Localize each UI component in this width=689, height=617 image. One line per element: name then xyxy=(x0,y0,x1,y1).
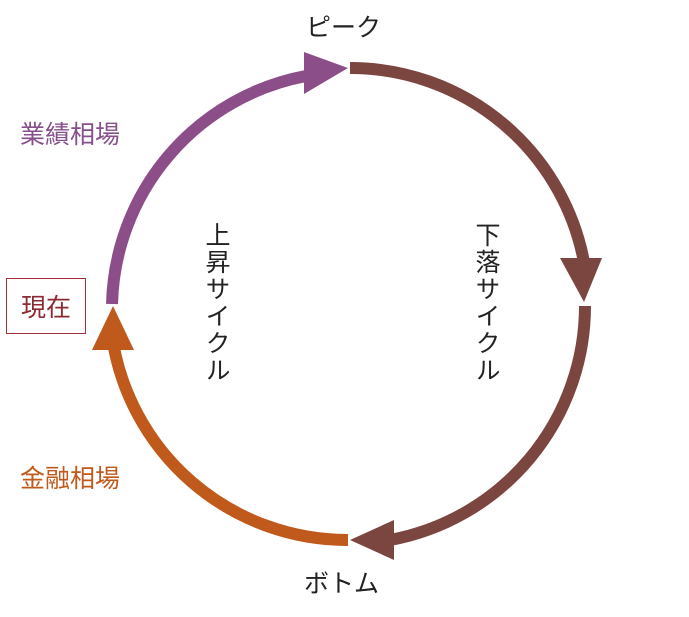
rising-arc-upper xyxy=(106,70,308,305)
falling-arc-upper xyxy=(349,62,591,269)
current-box: 現在 xyxy=(6,278,86,334)
rising-arc-lower xyxy=(106,335,349,547)
falling-arrow-head-bottom xyxy=(350,520,394,560)
bottom-label: ボトム xyxy=(304,569,380,598)
peak-label: ピーク xyxy=(306,13,382,42)
rising-arrow-head-top xyxy=(304,52,348,94)
current-label: 現在 xyxy=(20,293,71,322)
falling-cycle-label: 下落サイクル xyxy=(472,222,501,384)
rising-arrow-head-left xyxy=(92,306,134,350)
falling-arrow-head-right xyxy=(560,258,602,302)
gyoseki-label: 業績相場 xyxy=(20,120,121,149)
kinyu-label: 金融相場 xyxy=(20,464,121,493)
rising-cycle-label: 上昇サイクル xyxy=(202,222,231,384)
falling-arc-lower xyxy=(388,305,591,546)
